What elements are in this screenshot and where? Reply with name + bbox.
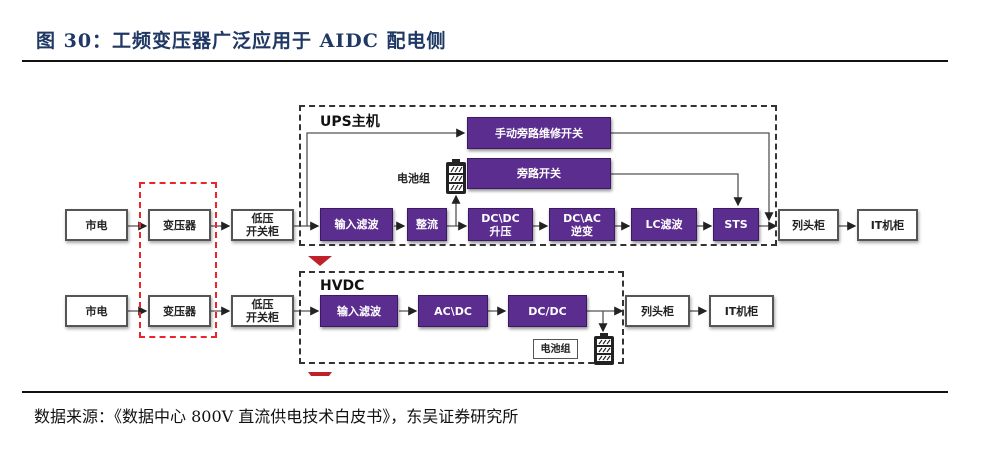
transformer-box-hvdc: 变压器 — [148, 295, 211, 327]
top-rule — [22, 60, 948, 62]
it-cabinet-box-ups: IT机柜 — [857, 209, 918, 241]
dcdc-boost-label: DC\DC 升压 — [481, 211, 520, 238]
input-filter-box-ups: 输入滤波 — [320, 208, 393, 241]
hvdc-group-frame — [299, 271, 624, 364]
transformer-highlight-frame — [139, 182, 217, 338]
dcac-inverter-box: DC\AC 逆变 — [549, 208, 615, 241]
lc-filter-box: LC滤波 — [631, 208, 697, 241]
ups-group-frame — [299, 105, 777, 246]
grid-box-hvdc: 市电 — [65, 295, 128, 327]
source-note: 数据来源：《数据中心 800V 直流供电技术白皮书》，东吴证券研究所 — [34, 407, 519, 426]
sts-box: STS — [713, 208, 759, 241]
manual-bypass-switch-box: 手动旁路维修开关 — [467, 117, 611, 149]
power-distribution-diagram: UPS主机 市电 变压器 低压 开关柜 输入滤波 整流 DC\DC 升压 DC\… — [65, 105, 918, 376]
ups-group-label: UPS主机 — [320, 114, 380, 130]
battery-icon-hvdc — [594, 333, 614, 365]
connector-lines — [128, 128, 857, 376]
bypass-switch-box: 旁路开关 — [467, 158, 611, 189]
lv-switchgear-box-hvdc: 低压 开关柜 — [231, 295, 294, 327]
lv-switchgear-label: 低压 开关柜 — [246, 212, 279, 238]
battery-label-box-hvdc: 电池组 — [533, 339, 578, 359]
arrow-to-manual-bypass — [306, 128, 466, 226]
dcdc-box-hvdc: DC/DC — [508, 295, 587, 327]
it-cabinet-box-hvdc: IT机柜 — [709, 295, 774, 327]
battery-icon-ups — [446, 159, 466, 194]
acdc-box: AC\DC — [418, 295, 488, 327]
grid-box-ups: 市电 — [65, 209, 128, 241]
lv-switchgear-label-hvdc: 低压 开关柜 — [246, 298, 279, 324]
figure-title: 图 30：工频变压器广泛应用于 AIDC 配电侧 — [36, 30, 447, 52]
bottom-rule — [22, 391, 948, 393]
battery-label-ups: 电池组 — [397, 172, 430, 185]
arrow-bypass-to-sts — [611, 173, 743, 207]
dcdc-boost-box: DC\DC 升压 — [468, 208, 533, 241]
marker-triangle-ups — [308, 256, 332, 266]
column-cabinet-box-ups: 列头柜 — [778, 209, 839, 241]
column-cabinet-box-hvdc: 列头柜 — [625, 295, 690, 327]
transformer-box-ups: 变压器 — [148, 209, 211, 241]
hvdc-group-label: HVDC — [320, 278, 365, 294]
arrow-manual-bypass-out — [611, 132, 774, 222]
input-filter-box-hvdc: 输入滤波 — [320, 295, 398, 327]
lv-switchgear-box-ups: 低压 开关柜 — [231, 209, 294, 241]
dcac-inverter-label: DC\AC 逆变 — [563, 211, 601, 238]
rectifier-box: 整流 — [407, 208, 447, 241]
marker-triangle-hvdc — [308, 372, 332, 376]
